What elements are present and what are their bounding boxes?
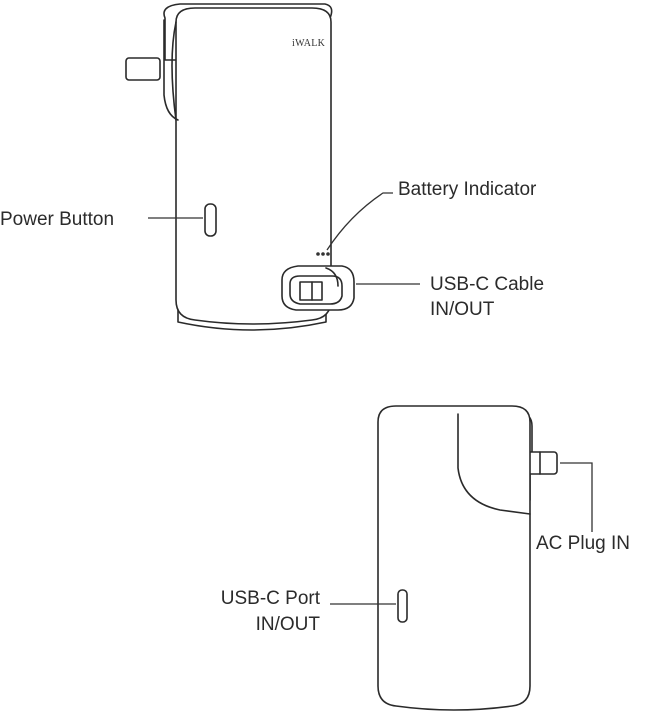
leader-ac-plug (560, 462, 593, 532)
label-battery-indicator: Battery Indicator (398, 179, 537, 200)
label-ac-plug: AC Plug IN (536, 533, 630, 554)
label-usbc-port-line2: IN/OUT (256, 614, 321, 635)
leader-battery-indicator (326, 192, 393, 251)
usbc-port (397, 589, 408, 623)
label-power-button: Power Button (0, 209, 114, 230)
device-side-view (377, 405, 558, 711)
label-usbc-cable-line2: IN/OUT (430, 299, 495, 320)
brand-logo: iWALK (292, 38, 326, 49)
power-button (204, 203, 217, 237)
device-body-bottom (377, 405, 531, 711)
device-front-view: iWALK (125, 3, 355, 331)
battery-indicator-dots (316, 252, 330, 256)
device-body-top (175, 7, 332, 325)
ac-prong-top (125, 57, 161, 81)
label-usbc-port-line1: USB-C Port (221, 588, 321, 609)
label-usbc-cable-line1: USB-C Cable (430, 274, 544, 295)
usbc-cable (281, 265, 355, 311)
